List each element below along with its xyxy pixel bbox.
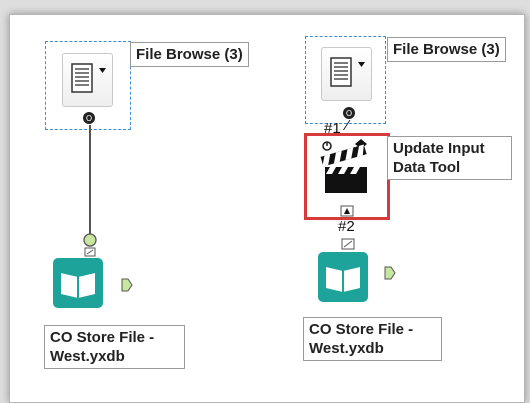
annotation-file-browse-right: File Browse (3) (387, 37, 506, 62)
output-data-tool-left[interactable] (53, 258, 103, 308)
annotation-output-left: CO Store File - West.yxdb (44, 325, 185, 369)
annotation-line-1: CO Store File - (309, 321, 414, 338)
input-tool-selection-right (305, 36, 386, 124)
output-anchor-icon[interactable] (340, 205, 354, 217)
annotation-line-2: Data Tool (393, 159, 461, 176)
connection-label-text: #2 (338, 218, 355, 235)
output-anchor-icon[interactable]: O (342, 106, 356, 120)
connection-label-text: #1 (324, 120, 341, 137)
output-anchor-arrow-icon[interactable] (121, 278, 133, 292)
annotation-line-1: Update Input (393, 140, 485, 157)
svg-text:O: O (86, 114, 92, 123)
connection-slash: ⁄ (346, 117, 349, 134)
book-icon (60, 271, 96, 298)
output-data-tool-right[interactable] (318, 252, 368, 302)
connection-label-in: #1 (324, 121, 341, 136)
update-input-data-tool[interactable] (313, 139, 375, 203)
file-browse-tool-left[interactable] (62, 53, 113, 107)
svg-text:O: O (346, 109, 352, 118)
annotation-line-1: CO Store File - (50, 329, 155, 346)
annotation-line-2: West.yxdb (309, 340, 384, 357)
annotation-line-2: West.yxdb (50, 348, 125, 365)
document-icon (71, 63, 106, 93)
input-anchor-icon[interactable] (81, 232, 99, 258)
annotation-update-input: Update Input Data Tool (387, 136, 512, 180)
connection-label-out: #2 (338, 219, 355, 234)
annotation-text: File Browse (3) (393, 41, 500, 58)
input-tool-selection-left (45, 41, 131, 130)
document-icon (330, 57, 365, 87)
annotation-output-right: CO Store File - West.yxdb (303, 317, 442, 361)
output-anchor-icon[interactable]: O (82, 111, 96, 125)
annotation-text: File Browse (3) (136, 46, 243, 63)
output-anchor-arrow-icon[interactable] (384, 266, 396, 280)
clapperboard-icon (320, 139, 367, 193)
file-browse-tool-right[interactable] (321, 47, 372, 101)
annotation-file-browse-left: File Browse (3) (130, 42, 249, 67)
book-icon (325, 265, 361, 292)
connection-wire-left[interactable] (89, 125, 91, 238)
input-anchor-icon[interactable] (341, 238, 355, 250)
